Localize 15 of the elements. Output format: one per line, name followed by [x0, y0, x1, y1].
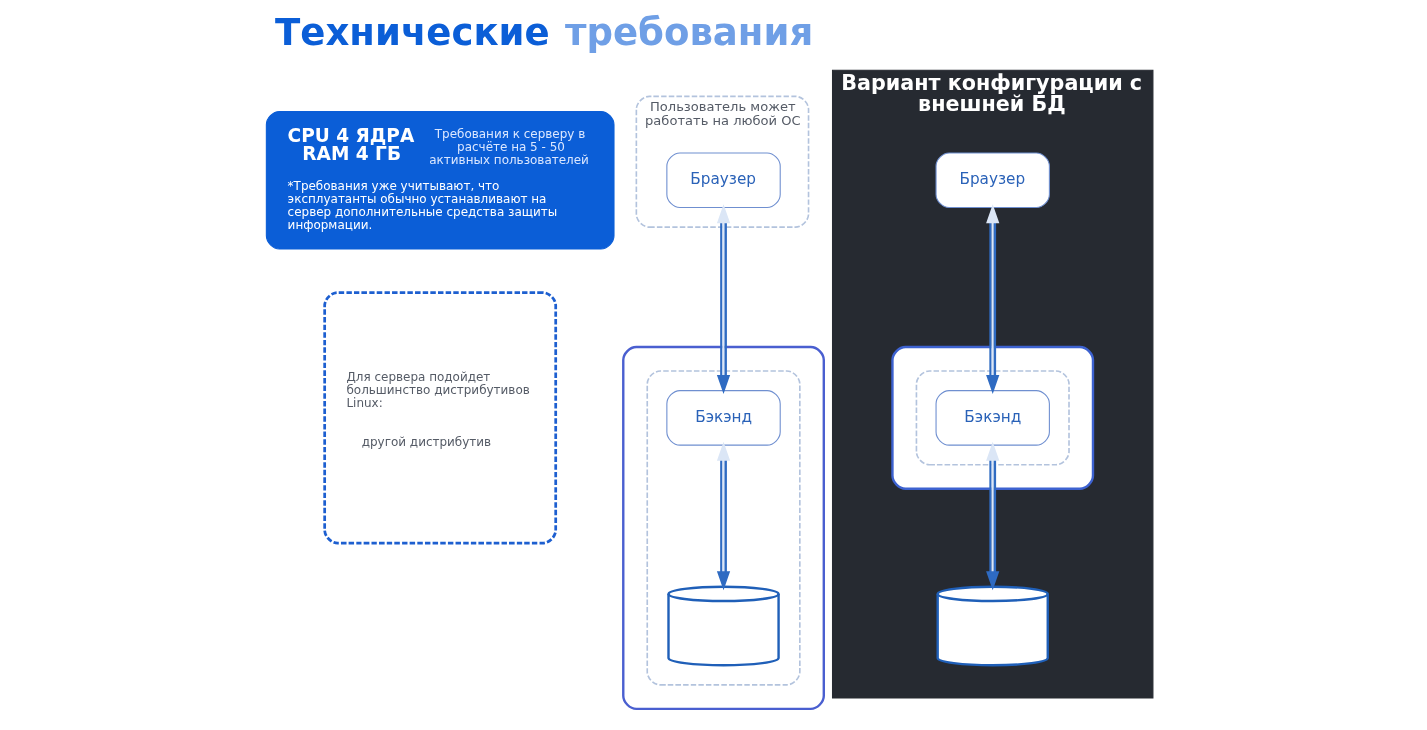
- node-box: CPU 4 ЯДРА RAM 4 ГБ Требования к серверу в расчёте на 5 - 50 активных пользователей *Требования уже учитывают, что эксплуатанты обычно устанавливают на сервер дополнительные средства защиты информации.: [265, 111, 615, 250]
- node-box: Браузер: [935, 152, 1050, 209]
- arrow: [716, 204, 730, 394]
- cluster: [621, 345, 825, 711]
- node-box: Для сервера подойдет большинство дистрибутивов Linux: другой дистрибутив: [322, 291, 557, 545]
- cluster: [645, 370, 801, 686]
- arrow: [716, 441, 730, 591]
- node-box: Бэкэнд: [665, 390, 781, 446]
- arrow: [985, 204, 999, 394]
- diagram-title: Технические требования: [274, 11, 813, 55]
- node-box: Бэкэнд: [935, 390, 1050, 446]
- cluster: [915, 370, 1070, 466]
- arrow: [985, 441, 999, 591]
- node-box: Браузер: [665, 152, 781, 209]
- cluster: [890, 345, 1094, 490]
